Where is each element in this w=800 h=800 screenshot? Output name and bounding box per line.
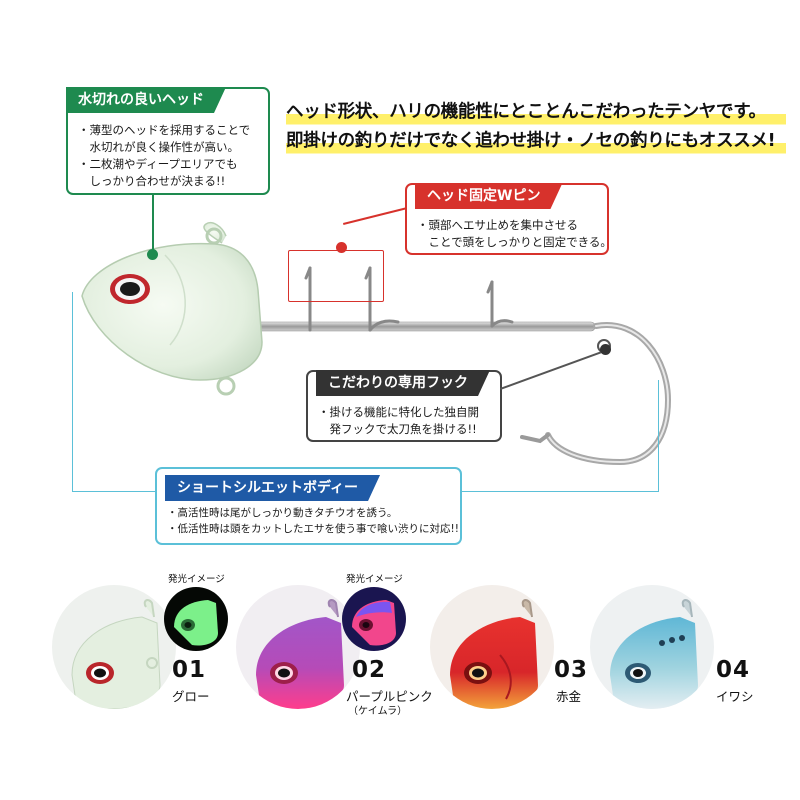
callout-w-pin: ヘッド固定Wピン ・頭部へエサ止めを集中させる ことで頭をしっかりと固定できる。 <box>405 183 612 255</box>
callout-hook: こだわりの専用フック ・掛ける機能に特化した独自開 発フックで太刀魚を掛ける!! <box>306 370 502 442</box>
color-swatch-04 <box>590 585 714 709</box>
callout-w-pin-title: ヘッド固定Wピン <box>415 183 562 209</box>
color-swatch-02 <box>236 585 360 709</box>
headline-line-1: ヘッド形状、ハリの機能性にとことんこだわったテンヤです。 <box>286 98 786 127</box>
purple-pink-head-image <box>256 599 344 709</box>
color-number-02: 02 <box>352 657 387 683</box>
glow-image-label-01: 発光イメージ <box>168 574 225 585</box>
headline: ヘッド形状、ハリの機能性にとことんこだわったテンヤです。 即掛けの釣りだけでなく… <box>286 98 786 156</box>
color-number-03: 03 <box>554 657 589 683</box>
callout-head-cut-body: ・薄型のヘッドを採用することで 水切れが良く操作性が高い。 ・二枚潮やディープエ… <box>78 123 251 188</box>
glow-image-label-02: 発光イメージ <box>346 574 403 585</box>
callout-head-cut-title: 水切れの良いヘッド <box>66 87 226 113</box>
red-gold-head-image <box>450 599 538 709</box>
glow-head-image <box>71 599 161 709</box>
color-name-04: イワシ <box>716 689 754 704</box>
color-swatch-01 <box>52 585 176 709</box>
color-number-01: 01 <box>172 657 207 683</box>
callout-hook-body: ・掛ける機能に特化した独自開 発フックで太刀魚を掛ける!! <box>318 405 479 436</box>
color-number-04: 04 <box>716 657 751 683</box>
sardine-head-image <box>610 599 698 709</box>
color-lineup: 発光イメージ 01 グロー 発光イメージ 02 パープルピンク （ケイムラ） <box>0 565 800 800</box>
hook-leader-dot <box>600 344 611 355</box>
callout-body-title: ショートシルエットボディー <box>165 475 380 501</box>
callout-body-body: ・高活性時は尾がしっかり動きタチウオを誘う。 ・低活性時は頭をカットしたエサを使… <box>167 507 459 535</box>
callout-head-cut: 水切れの良いヘッド ・薄型のヘッドを採用することで 水切れが良く操作性が高い。 … <box>66 87 270 195</box>
lure-head <box>81 222 263 396</box>
w-pin-spikes <box>304 266 514 332</box>
body-dimension-left-tick <box>72 292 73 492</box>
color-name-02-sub: （ケイムラ） <box>348 706 408 717</box>
head-cut-leader-line <box>152 195 154 253</box>
glowing-head-icon-02 <box>352 600 396 646</box>
w-pin-leader-dot <box>336 242 347 253</box>
callout-hook-title: こだわりの専用フック <box>316 370 490 396</box>
glow-image-02 <box>342 587 406 651</box>
color-name-03: 赤金 <box>556 689 582 704</box>
body-dimension-right-tick <box>658 380 659 492</box>
head-cut-leader-dot <box>147 249 158 260</box>
callout-body: ショートシルエットボディー ・高活性時は尾がしっかり動きタチウオを誘う。 ・低活… <box>155 467 462 545</box>
color-swatch-03 <box>430 585 554 709</box>
w-pin-highlight-frame <box>288 250 384 302</box>
color-name-02: パープルピンク <box>346 689 433 704</box>
color-name-01: グロー <box>172 689 210 704</box>
glowing-head-icon <box>174 600 218 646</box>
headline-line-2: 即掛けの釣りだけでなく追わせ掛け・ノセの釣りにもオススメ! <box>286 127 786 156</box>
callout-w-pin-body: ・頭部へエサ止めを集中させる ことで頭をしっかりと固定できる。 <box>417 218 612 249</box>
glow-image-01 <box>164 587 228 651</box>
